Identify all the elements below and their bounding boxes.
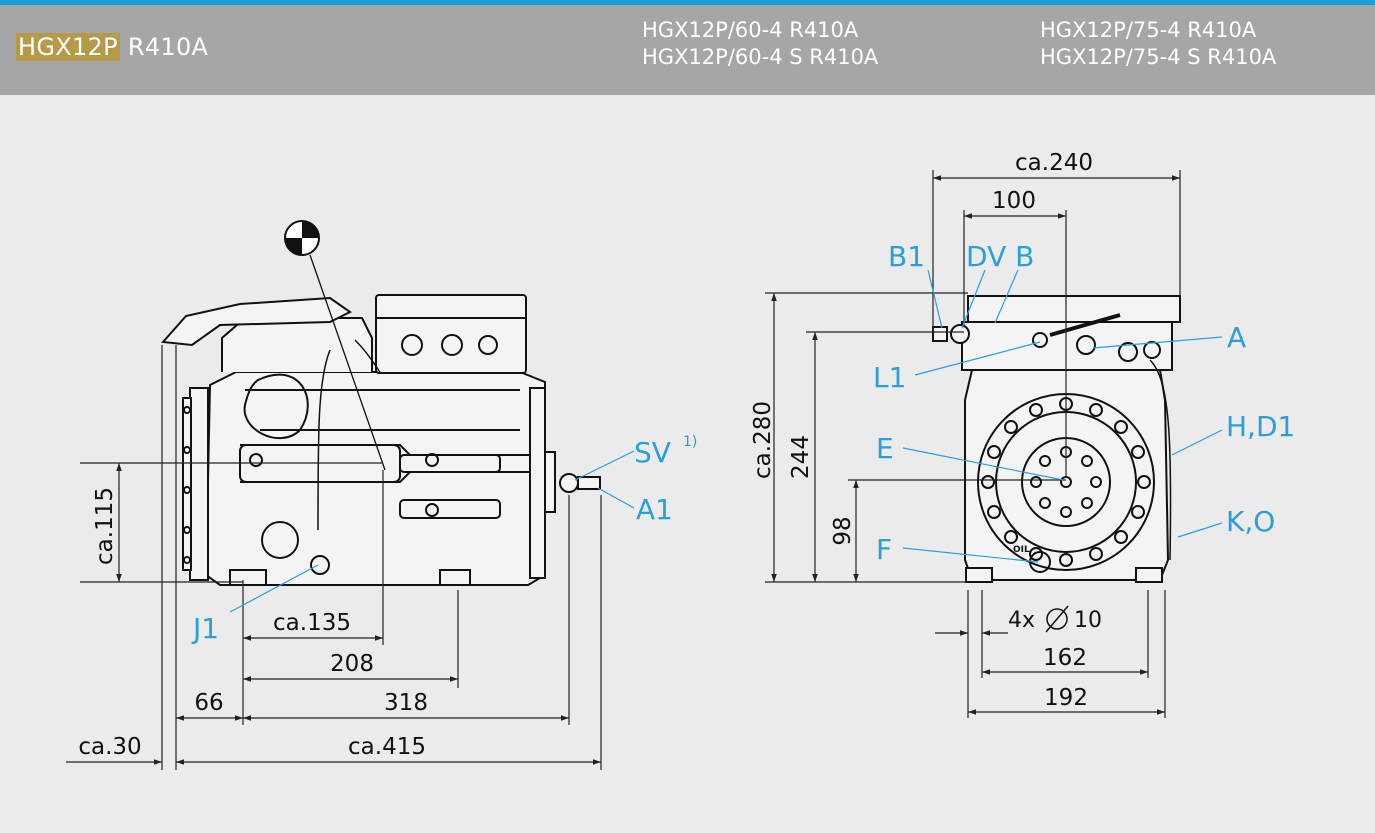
- accent-line: [0, 0, 1375, 5]
- dim-ca-135: ca.135: [273, 610, 351, 636]
- dim-ca-30: ca.30: [78, 734, 141, 760]
- dim-162: 162: [1043, 645, 1087, 671]
- dim-192: 192: [1044, 685, 1088, 711]
- label-b1: B1: [888, 240, 925, 273]
- label-a: A: [1227, 321, 1246, 354]
- refrigerant-label: R410A: [127, 33, 209, 61]
- dim-4x: 4x: [1008, 608, 1035, 633]
- model-highlight: HGX12P: [16, 33, 120, 61]
- label-h-d1: H,D1: [1226, 410, 1295, 443]
- label-dv-b: DV B: [966, 240, 1034, 273]
- page-title: HGX12P R410A: [16, 33, 208, 61]
- center-of-gravity-icon: [284, 220, 386, 471]
- variant-item: HGX12P/75-4 S R410A: [1040, 45, 1277, 69]
- label-j1: J1: [191, 612, 219, 645]
- label-oil: OIL: [1013, 545, 1030, 555]
- variant-item: HGX12P/75-4 R410A: [1040, 18, 1257, 42]
- dim-ca-240: ca.240: [1015, 150, 1093, 176]
- label-sv-footnote: 1): [683, 434, 697, 450]
- dim-hole-diameter: 10: [1074, 608, 1102, 633]
- label-a1: A1: [636, 493, 673, 526]
- dim-100: 100: [992, 188, 1036, 214]
- dim-66: 66: [194, 690, 223, 716]
- dim-208: 208: [330, 651, 374, 677]
- dim-ca-280: ca.280: [750, 401, 776, 479]
- front-view-dimension-lines: [765, 170, 1223, 718]
- variant-item: HGX12P/60-4 R410A: [642, 18, 859, 42]
- variant-item: HGX12P/60-4 S R410A: [642, 45, 879, 69]
- variant-column-2: HGX12P/75-4 R410A HGX12P/75-4 S R410A: [1040, 17, 1276, 71]
- dim-318: 318: [384, 690, 428, 716]
- front-view-compressor: [932, 295, 1181, 583]
- dim-ca-115: ca.115: [92, 487, 118, 565]
- dim-ca-415: ca.415: [348, 734, 426, 760]
- diameter-icon: [1045, 605, 1069, 633]
- side-view-dimension-lines: [66, 345, 635, 770]
- label-k-o: K,O: [1226, 505, 1275, 538]
- side-view-compressor: [160, 294, 601, 586]
- variant-column-1: HGX12P/60-4 R410A HGX12P/60-4 S R410A: [642, 17, 878, 71]
- label-l1: L1: [873, 361, 906, 394]
- label-f: F: [876, 533, 892, 566]
- dim-98: 98: [830, 516, 856, 545]
- label-sv: SV: [634, 436, 671, 469]
- label-e: E: [876, 432, 894, 465]
- dim-244: 244: [788, 435, 814, 479]
- header-bar: HGX12P R410A HGX12P/60-4 R410A HGX12P/60…: [0, 5, 1375, 95]
